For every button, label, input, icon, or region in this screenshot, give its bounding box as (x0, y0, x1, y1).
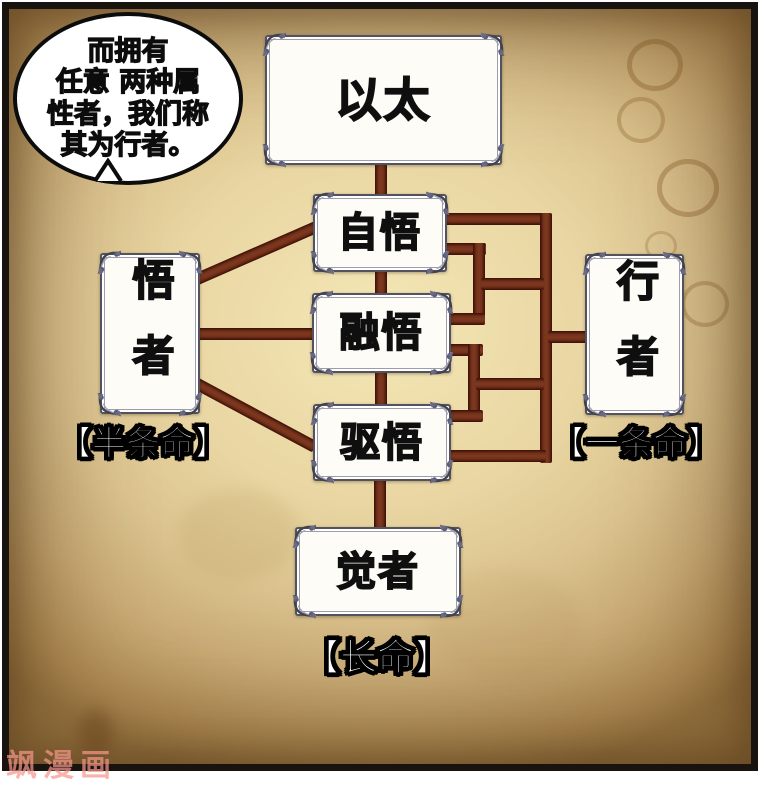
coffee-ring-stain (681, 281, 729, 327)
node-xingzhe-label: 行者 (610, 258, 661, 411)
connector-wuzhe-rongwu (186, 328, 316, 340)
node-ziwu-label: 自悟 (337, 210, 422, 256)
connector-outer-vertical (540, 213, 552, 463)
connector-bracketA-out (481, 278, 544, 290)
connector-bracketA-vertical (473, 243, 485, 325)
coffee-ring-stain (617, 97, 665, 143)
frame-corner-ornament-icon (309, 400, 335, 426)
frame-corner-ornament-icon (308, 289, 334, 315)
speech-bubble: 而拥有 任意 两种属 性者，我们称 其为行者。 (13, 12, 243, 185)
node-quwu-label: 驱悟 (339, 419, 424, 466)
speech-bubble-tail-notch (92, 157, 124, 186)
tag-juezhe: 【长命】 (303, 636, 452, 680)
node-yitai: 以太 (262, 32, 505, 168)
node-juezhe: 觉者 (292, 524, 464, 619)
connector-rongwu-bracketA (441, 313, 485, 325)
frame-corner-ornament-icon (309, 190, 335, 216)
paper-smudge (179, 489, 299, 579)
connector-rongwu-quwu (375, 364, 387, 408)
node-juezhe-label: 觉者 (335, 548, 420, 595)
node-wuzhe: 悟者 (97, 250, 203, 417)
node-ziwu: 自悟 (310, 191, 450, 275)
node-yitai-label: 以太 (335, 73, 432, 127)
connector-quwu-outer-arm (441, 450, 546, 462)
node-xingzhe: 行者 (582, 251, 687, 418)
frame-corner-ornament-icon (291, 523, 317, 549)
watermark-text: 飒漫画 (6, 748, 117, 784)
coffee-ring-stain (627, 39, 683, 91)
speech-bubble-line: 其为行者。 (60, 129, 196, 161)
frame-corner-ornament-icon (261, 31, 287, 57)
frame-corner-ornament-icon (581, 250, 607, 276)
connector-yitai-ziwu (375, 155, 387, 200)
speech-bubble-line: 性者，我们称 (46, 98, 209, 130)
connector-bracketB-out (476, 378, 544, 390)
connector-quwu-juezhe (374, 472, 386, 532)
connector-ziwu-outer-arm (440, 213, 552, 225)
tag-xingzhe: 【一条命】 (551, 424, 722, 465)
node-rongwu-label: 融悟 (339, 310, 424, 356)
connector-to-xingzhe (548, 331, 592, 343)
tag-wuzhe: 【半条命】 (58, 424, 229, 465)
node-wuzhe-label: 悟者 (125, 257, 176, 410)
node-quwu: 驱悟 (310, 401, 454, 484)
speech-bubble-line: 而拥有 (87, 35, 169, 67)
speech-bubble-line: 任意 两种属 (55, 67, 201, 99)
node-rongwu: 融悟 (309, 290, 454, 376)
frame-corner-ornament-icon (96, 249, 122, 275)
coffee-ring-stain (657, 159, 719, 217)
connector-bracketB-vertical (468, 344, 480, 422)
